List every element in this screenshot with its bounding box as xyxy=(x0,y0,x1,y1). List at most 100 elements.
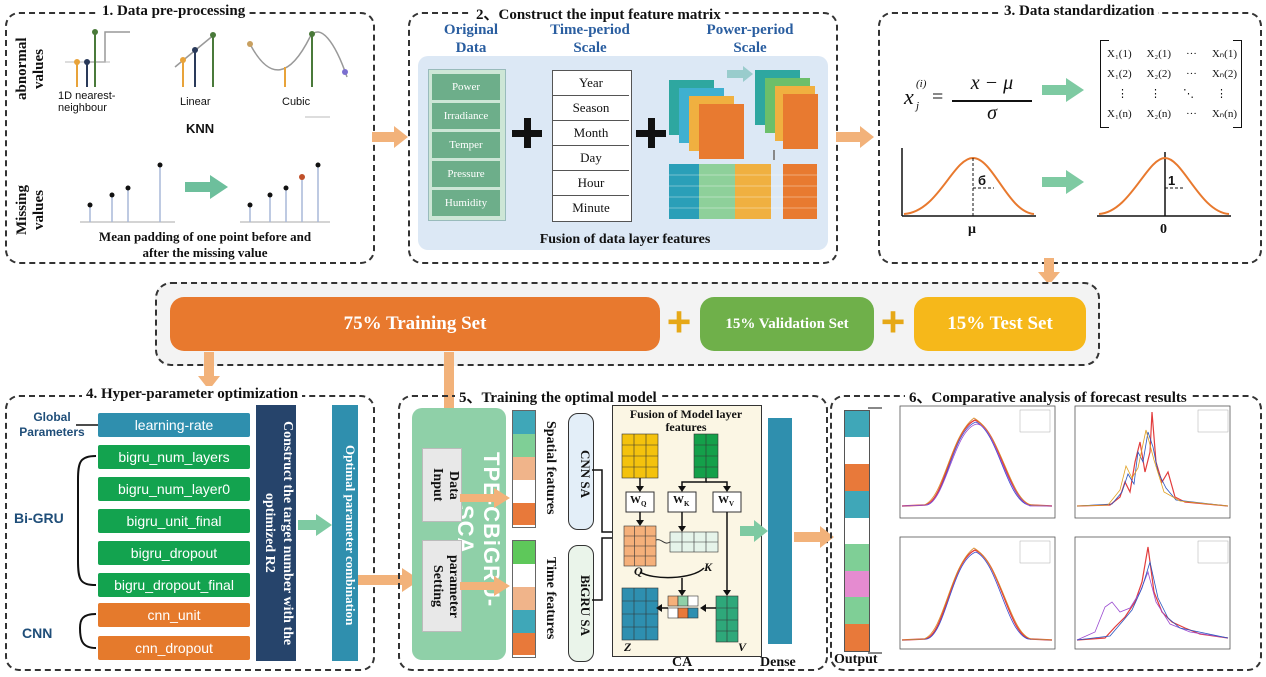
output-label: Output xyxy=(834,652,878,667)
k-label: K xyxy=(704,560,713,574)
arrow-p5-p6 xyxy=(794,526,834,548)
param-learning-rate: learning-rate xyxy=(98,413,250,437)
matrix-cell: ⋮ xyxy=(1150,88,1161,100)
wk-label: WK xyxy=(673,494,690,509)
matrix-cell: ⋱ xyxy=(1183,88,1194,100)
bell-curve-original xyxy=(901,148,1036,217)
time-item-month: Month xyxy=(553,121,629,146)
power-period-heading: Power-period Scale xyxy=(706,22,794,56)
original-data-list: Power Irradiance Temper Pressure Humidit… xyxy=(428,69,506,221)
sigma-label: б xyxy=(978,173,987,188)
matrix-cell: ⋮ xyxy=(1216,88,1227,100)
matrix-cell: ··· xyxy=(1185,68,1197,80)
formula-numerator: x − μ xyxy=(970,72,1014,94)
target-number-box: Construct the target number with the opt… xyxy=(256,405,296,661)
dense-layer-bar xyxy=(768,418,792,644)
formula-fraction-bar xyxy=(952,100,1032,102)
plot-bottom-left xyxy=(899,536,1056,650)
plus-validation-test: + xyxy=(880,298,906,345)
panel5-title: 5、Training the optimal model xyxy=(455,386,661,407)
z-label: Z xyxy=(624,640,632,654)
formula-lhs-sub: j xyxy=(916,100,920,112)
bigru-label: Bi-GRU xyxy=(14,510,64,526)
output-column xyxy=(844,410,870,652)
method-linear-label: Linear xyxy=(180,96,211,108)
output-bracket xyxy=(868,407,882,654)
one-label: 1 xyxy=(1168,173,1176,188)
test-set-bar: 15% Test Set xyxy=(914,297,1086,351)
matrix-cell: ⋮ xyxy=(1117,88,1128,100)
zero-label: 0 xyxy=(1160,222,1167,237)
formula-lhs-sup: (i) xyxy=(916,78,927,90)
method-nearest-label: 1D nearest-neighbour xyxy=(58,90,116,114)
original-item-temper: Temper xyxy=(432,132,500,158)
wv-label: WV xyxy=(718,494,735,509)
arrow-p2-p3 xyxy=(836,126,874,148)
arrow-target-to-optimal xyxy=(298,514,332,536)
bigru-sa-text: BiGRU SA xyxy=(578,575,593,637)
matrix-cell: ··· xyxy=(1185,108,1197,120)
matrix-cell: X₁(1) xyxy=(1107,48,1132,60)
ca-label: CA xyxy=(672,655,693,670)
feature-matrix: X₁(1)X₂(1)···Xₙ(1) X₁(2)X₂(2)···Xₙ(2) ⋮⋮… xyxy=(1100,40,1242,128)
bell-curve-standardized xyxy=(1097,152,1231,217)
mu-label: μ xyxy=(968,222,976,237)
arrow-ca-to-dense xyxy=(740,520,768,542)
fusion-caption: Fusion of data layer features xyxy=(539,232,711,247)
original-item-pressure: Pressure xyxy=(432,161,500,187)
matrix-cell: Xₙ(1) xyxy=(1211,48,1237,60)
wq-label: WQ xyxy=(630,494,647,509)
missing-values-label: Missing values xyxy=(14,185,47,236)
time-item-year: Year xyxy=(553,71,629,96)
training-set-bar: 75% Training Set xyxy=(170,297,660,351)
original-data-heading: Original Data xyxy=(443,22,499,56)
matrix-cell: X₂(n) xyxy=(1146,108,1172,120)
abnormal-values-label: abnormal values xyxy=(14,37,47,101)
power-period-matrices xyxy=(669,66,818,219)
plot-bottom-right xyxy=(1074,536,1231,650)
panel4-title: 4. Hyper-parameter optimization xyxy=(82,386,303,403)
parameter-setting-text: parameter Setting xyxy=(430,554,461,618)
time-features-label: Time features xyxy=(543,556,558,640)
plot-top-left xyxy=(899,405,1056,519)
sa-connectors xyxy=(592,469,612,601)
optimal-combination-box: Optimal parameter combination xyxy=(332,405,358,661)
arrow-split-p5 xyxy=(438,352,460,452)
missing-values-illustration xyxy=(80,162,330,223)
plot-top-right xyxy=(1074,405,1231,519)
time-item-day: Day xyxy=(553,146,629,171)
param-bigru-num-layers: bigru_num_layers xyxy=(98,445,250,469)
target-number-text: Construct the target number with the opt… xyxy=(262,420,295,646)
param-bigru-unit-final: bigru_unit_final xyxy=(98,509,250,533)
time-feature-column xyxy=(512,540,536,658)
time-period-list: Year Season Month Day Hour Minute xyxy=(552,70,632,222)
matrix-cell: X₂(1) xyxy=(1146,48,1172,60)
v-label: V xyxy=(738,640,747,654)
param-cnn-dropout: cnn_dropout xyxy=(98,636,250,660)
matrix-cell: X₂(2) xyxy=(1146,68,1172,80)
plus-sign-2 xyxy=(636,118,666,148)
parameter-setting-box: parameter Setting xyxy=(422,540,462,632)
panel6-title: 6、Comparative analysis of forecast resul… xyxy=(905,386,1191,407)
time-item-minute: Minute xyxy=(572,200,610,215)
dense-label: Dense xyxy=(760,655,796,670)
method-cubic-label: Cubic xyxy=(282,96,311,108)
matrix-cell: X₁(2) xyxy=(1107,68,1132,80)
formula-lhs: x xyxy=(904,84,914,109)
forecast-plots xyxy=(899,405,1231,650)
fusion-title: Fusion of Model layer features xyxy=(629,407,743,434)
data-input-text: Data Input xyxy=(430,468,461,502)
spatial-feature-column xyxy=(512,410,536,528)
param-bigru-dropout-final: bigru_dropout_final xyxy=(98,573,250,597)
original-item-power: Power xyxy=(432,74,500,100)
cnn-sa-box: CNN SA xyxy=(568,413,594,530)
panel2-title: 2、Construct the input feature matrix xyxy=(472,3,725,24)
arrow-p4-p5 xyxy=(358,568,420,592)
knn-label: KNN xyxy=(186,121,215,136)
arrow-formula-to-matrix xyxy=(1042,78,1084,102)
time-item-season: Season xyxy=(553,96,629,121)
cnn-sa-text: CNN SA xyxy=(578,449,593,499)
arrows-into-features xyxy=(460,488,510,596)
cnn-label: CNN xyxy=(22,625,53,641)
panel1-title: 1. Data pre-processing xyxy=(98,3,250,20)
